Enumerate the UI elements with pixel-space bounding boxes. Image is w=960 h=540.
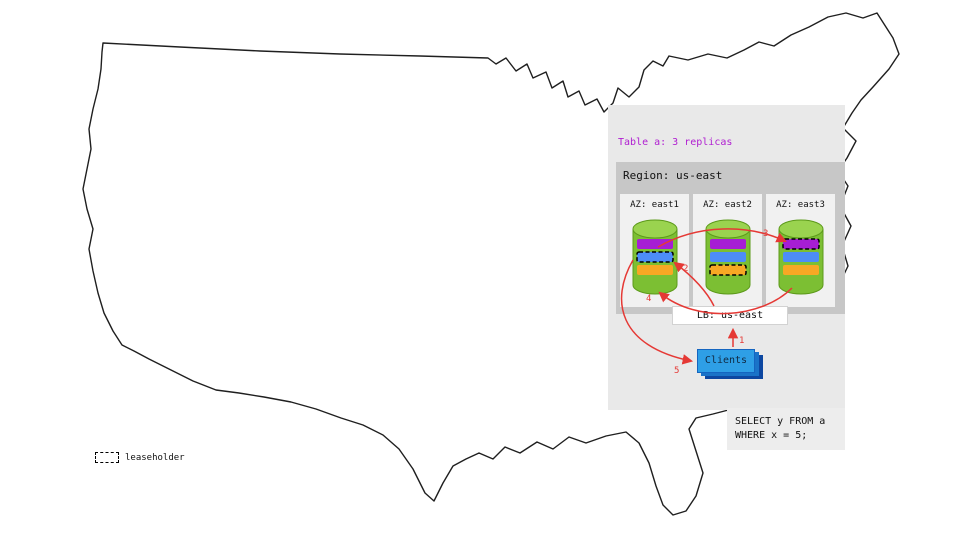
- az-east3-label: AZ: east3: [776, 200, 825, 210]
- az-east2-label: AZ: east2: [703, 200, 752, 210]
- replica-table-b-leaseholder: [708, 264, 747, 276]
- region-title: Region: us-east: [623, 169, 723, 182]
- clients-card-front: Clients: [697, 349, 755, 373]
- replica-table-a-leaseholder: [781, 238, 820, 250]
- replica-table-a: [709, 239, 746, 249]
- replica-table-b: [636, 265, 673, 275]
- replica-index-a: [709, 252, 746, 262]
- legend-table-a: Table a: 3 replicas: [618, 137, 733, 148]
- sql-query-box: SELECT y FROM a WHERE x = 5;: [727, 408, 845, 450]
- replica-table-a: [636, 239, 673, 249]
- db-cylinder-east1: [632, 219, 677, 295]
- sql-line-2: WHERE x = 5;: [735, 430, 808, 441]
- replica-index-a: [782, 252, 819, 262]
- az-east3: AZ: east3: [766, 194, 835, 307]
- az-east1-label: AZ: east1: [630, 200, 679, 210]
- db-cylinder-east2: [705, 219, 750, 295]
- clients-stack: Clients: [697, 349, 767, 383]
- sql-line-1: SELECT y FROM a: [735, 416, 826, 427]
- leaseholder-legend: leaseholder: [95, 452, 185, 463]
- leaseholder-swatch-icon: [95, 452, 119, 463]
- replica-index-a-leaseholder: [635, 251, 674, 263]
- replica-table-b: [782, 265, 819, 275]
- db-cylinder-east3: [778, 219, 823, 295]
- az-east1: AZ: east1: [620, 194, 689, 307]
- az-east2: AZ: east2: [693, 194, 762, 307]
- load-balancer: LB: us-east: [672, 306, 788, 325]
- leaseholder-legend-label: leaseholder: [125, 452, 185, 463]
